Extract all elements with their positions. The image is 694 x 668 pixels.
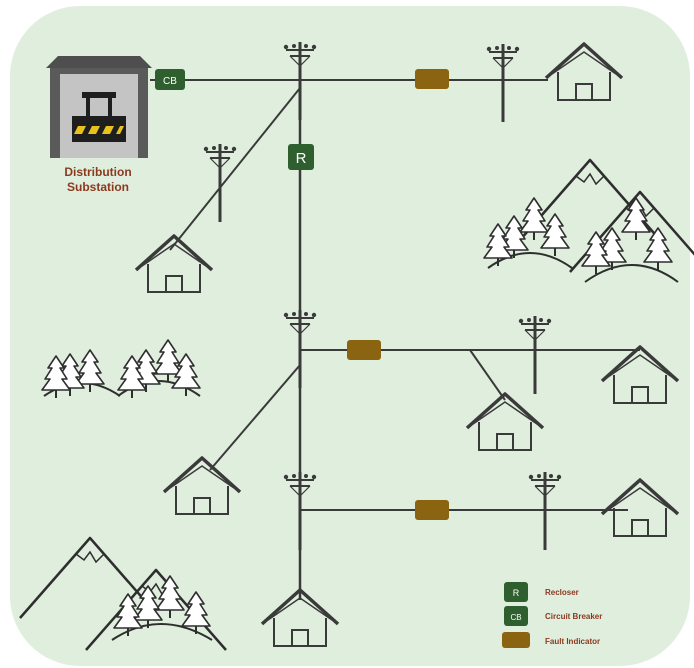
legend-circuit-breaker-label: Circuit Breaker — [545, 612, 602, 621]
legend-recloser-label: Recloser — [545, 588, 579, 597]
scenery-mountains-bottom-left — [18, 536, 228, 652]
legend-item-fault-indicator: Fault Indicator — [502, 632, 600, 648]
legend: R Recloser CB Circuit Breaker Fault Indi… — [502, 582, 602, 648]
circuit-breaker-label: CB — [163, 76, 177, 87]
fault-indicator-lower — [415, 500, 449, 520]
scenery-trees-left — [41, 339, 201, 399]
legend-recloser-symbol — [504, 582, 528, 602]
scenery-mountains-top-right — [483, 158, 694, 283]
legend-item-circuit-breaker: CB Circuit Breaker — [504, 606, 602, 626]
diagram-background — [10, 6, 690, 666]
legend-recloser-symbol-text: R — [513, 588, 520, 598]
legend-fault-indicator-label: Fault Indicator — [545, 637, 600, 646]
substation-label-line1: Distribution — [64, 165, 131, 179]
circuit-breaker-device: CB — [155, 69, 185, 90]
recloser-label: R — [296, 150, 307, 167]
legend-circuit-breaker-symbol-text: CB — [510, 613, 521, 622]
legend-item-recloser: R Recloser — [504, 582, 579, 602]
fault-indicator-top — [415, 69, 449, 89]
recloser-device: R — [288, 144, 314, 170]
substation-icon — [46, 56, 152, 158]
legend-fault-indicator-symbol — [502, 632, 530, 648]
substation-label-line2: Substation — [67, 180, 129, 194]
legend-circuit-breaker-symbol — [504, 606, 528, 626]
fault-indicator-middle — [347, 340, 381, 360]
